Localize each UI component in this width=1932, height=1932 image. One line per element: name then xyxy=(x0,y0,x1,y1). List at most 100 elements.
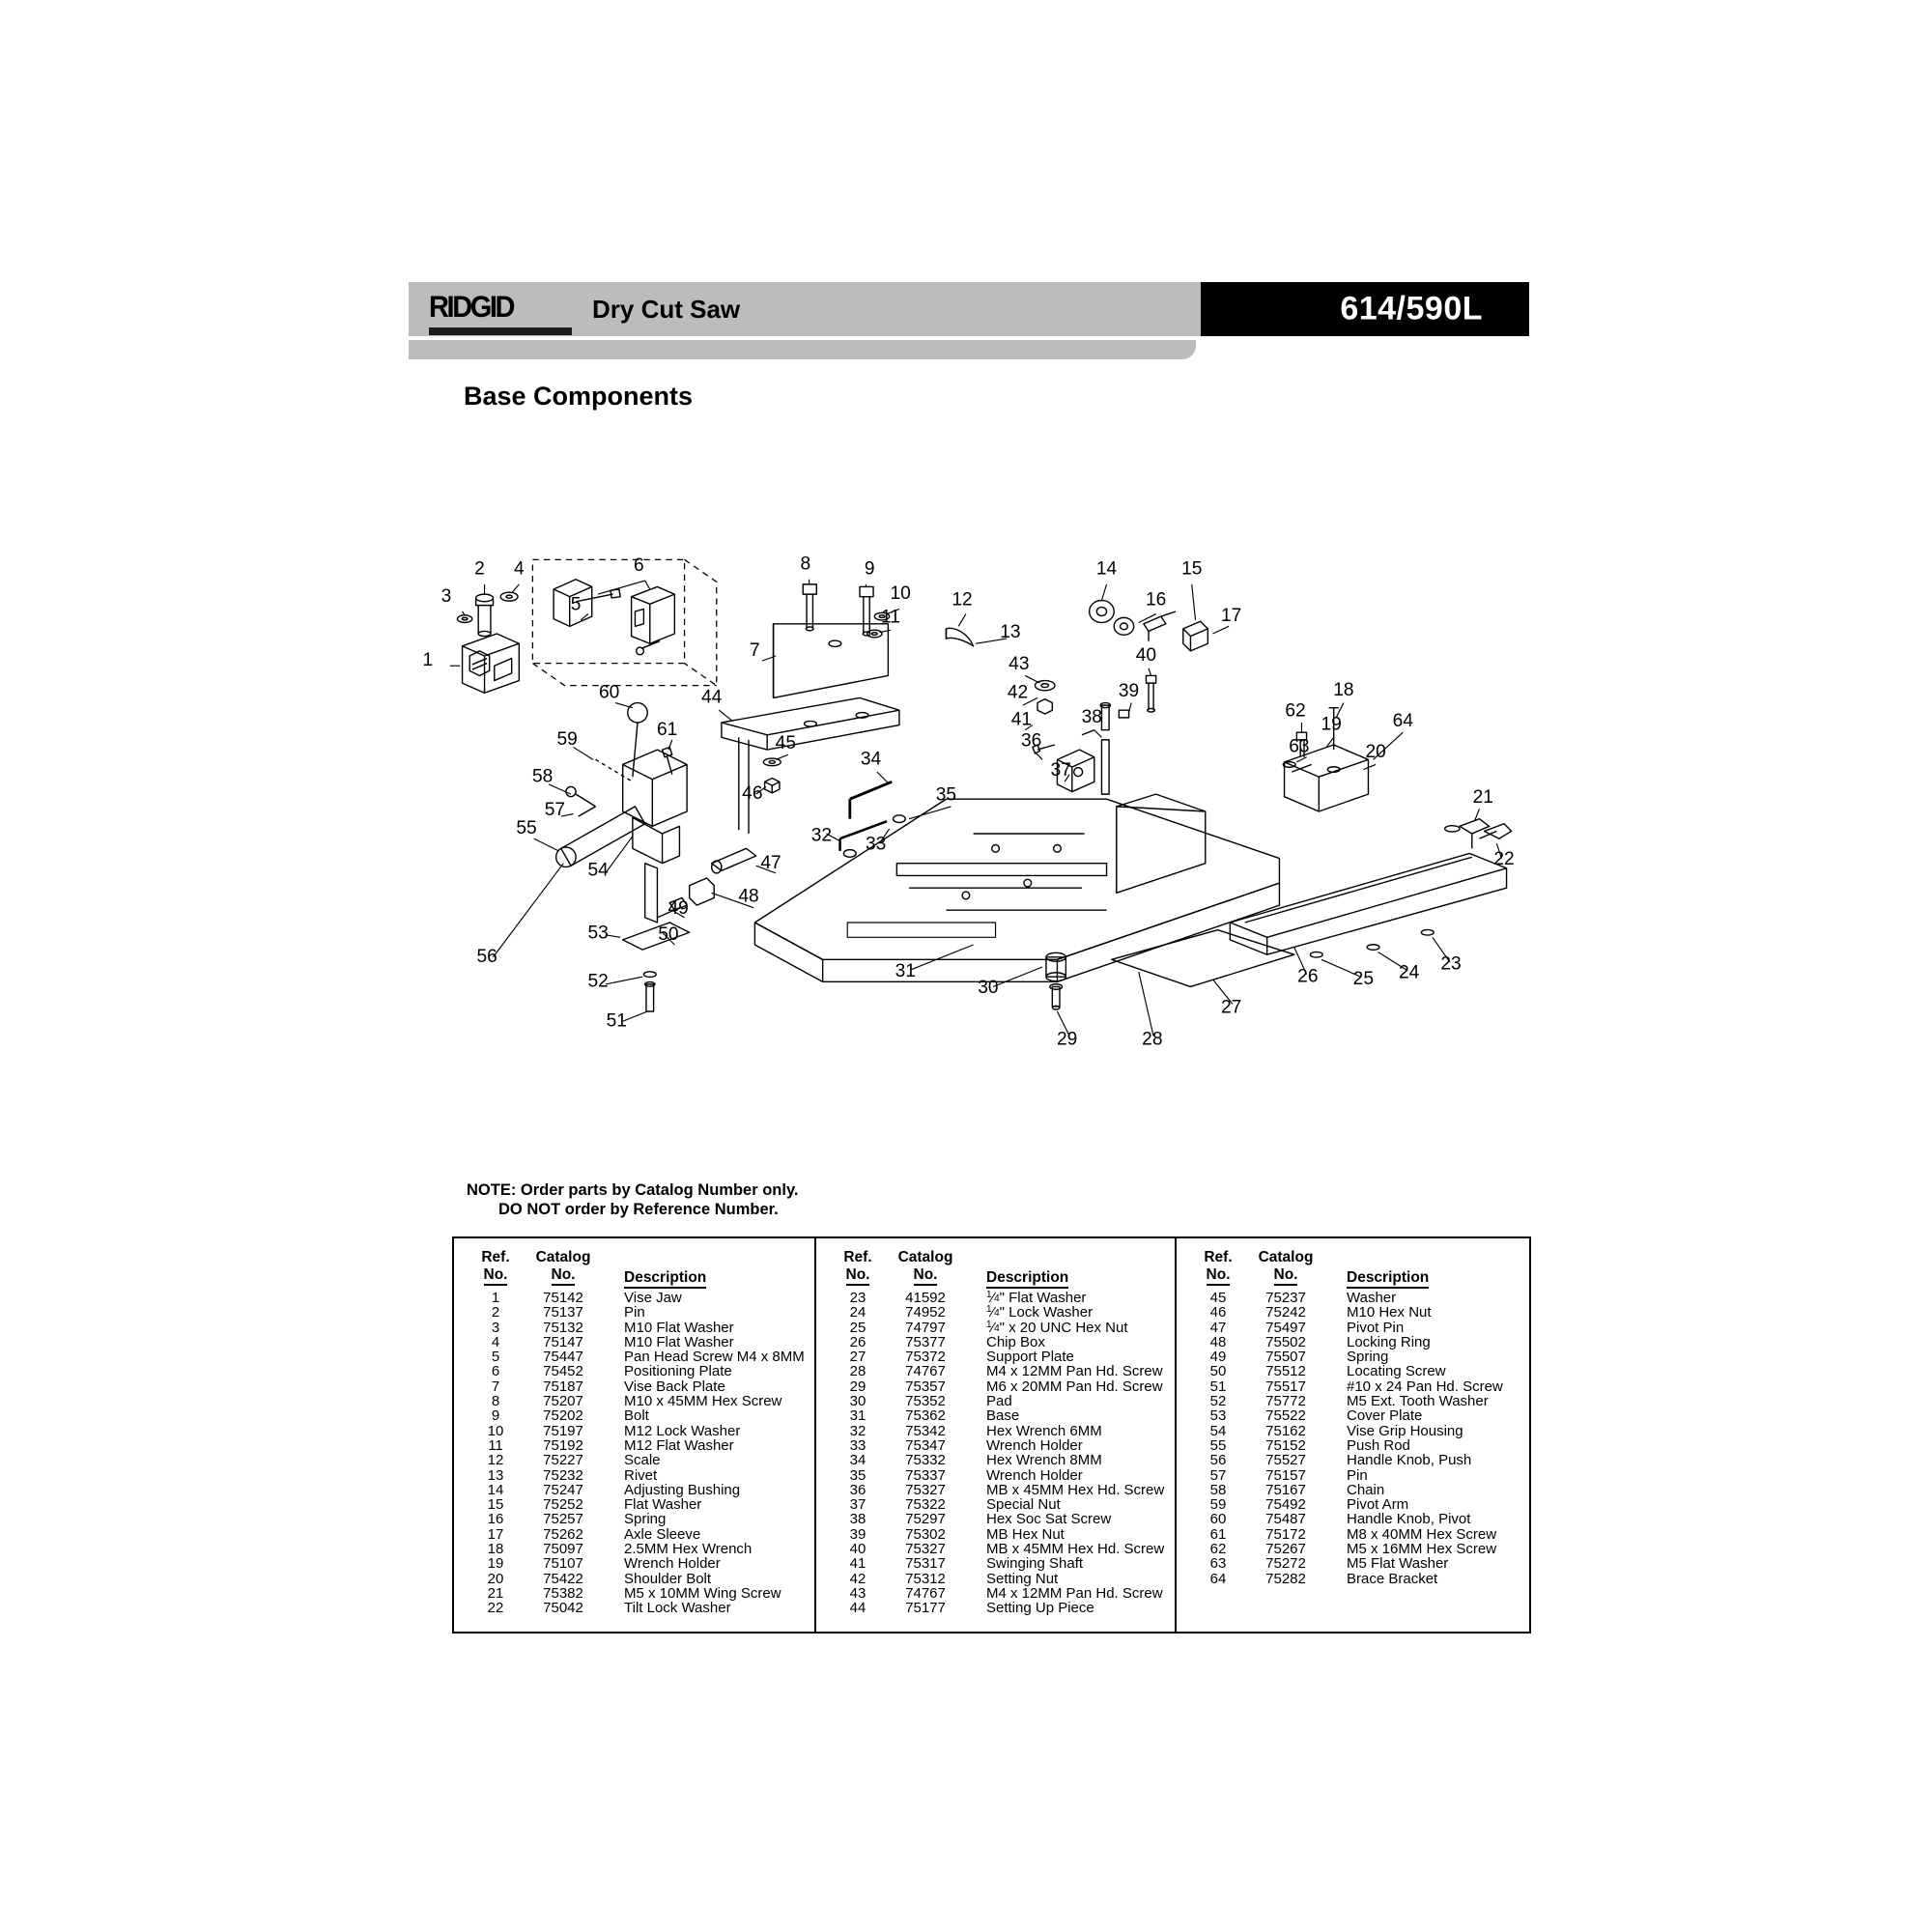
dashed-subassembly-box xyxy=(531,558,718,687)
diagram-callout-13: 13 xyxy=(1000,622,1020,642)
cell-ref-no: 35 xyxy=(849,1466,867,1484)
ridgid-logo-underline xyxy=(429,327,572,335)
cell-description: M5 x 16MM Hex Screw xyxy=(1347,1541,1497,1558)
cell-description: Shoulder Bolt xyxy=(624,1570,712,1587)
diagram-callout-40: 40 xyxy=(1136,645,1156,666)
diagram-callout-49: 49 xyxy=(668,898,689,919)
diagram-callout-43: 43 xyxy=(1009,654,1029,674)
diagram-callout-14: 14 xyxy=(1096,559,1118,580)
cell-ref-no: 25 xyxy=(849,1319,867,1336)
cell-description: Flat Washer xyxy=(624,1496,702,1514)
cell-catalog-no: 75157 xyxy=(1265,1466,1306,1484)
part-base xyxy=(753,793,1281,983)
cell-ref-no: 13 xyxy=(487,1466,504,1484)
cell-catalog-no: 75042 xyxy=(543,1600,583,1617)
header-ref-line2: No. xyxy=(845,1266,870,1286)
diagram-callout-36: 36 xyxy=(1021,730,1041,751)
cell-description: Spring xyxy=(624,1511,667,1528)
cell-description: Rivet xyxy=(624,1466,658,1484)
cell-description: Handle Knob, Pivot xyxy=(1347,1511,1471,1528)
cell-ref-no: 1 xyxy=(491,1290,500,1306)
diagram-callout-37: 37 xyxy=(1051,760,1071,781)
diagram-callout-18: 18 xyxy=(1333,680,1353,700)
cell-description: Wrench Holder xyxy=(624,1555,721,1573)
diagram-callout-20: 20 xyxy=(1365,742,1385,762)
part-chipbox-hardware xyxy=(1309,928,1435,958)
cell-catalog-no: 75142 xyxy=(543,1290,583,1306)
cell-ref-no: 23 xyxy=(849,1290,867,1306)
header-ref-line1: Ref. xyxy=(843,1249,872,1265)
part-middle-hardware xyxy=(1032,679,1130,795)
cell-catalog-no: 75257 xyxy=(543,1511,583,1528)
cell-ref-no: 50 xyxy=(1209,1363,1227,1380)
cell-ref-no: 47 xyxy=(1209,1319,1227,1336)
cell-description: M12 Flat Washer xyxy=(624,1436,734,1454)
cell-ref-no: 32 xyxy=(849,1422,867,1439)
cell-catalog-no: 75492 xyxy=(1265,1496,1306,1514)
cell-ref-no: 44 xyxy=(849,1600,867,1617)
diagram-callout-45: 45 xyxy=(776,733,796,753)
diagram-callout-39: 39 xyxy=(1119,681,1139,701)
cell-description: Locking Ring xyxy=(1347,1333,1431,1350)
cell-catalog-no: 41592 xyxy=(905,1290,946,1306)
diagram-callout-17: 17 xyxy=(1221,606,1241,626)
diagram-callout-27: 27 xyxy=(1221,997,1241,1017)
diagram-callout-26: 26 xyxy=(1297,966,1318,986)
cell-catalog-no: 75267 xyxy=(1265,1541,1306,1558)
cell-description: Positioning Plate xyxy=(624,1363,732,1380)
part-vise-jaw xyxy=(461,633,521,695)
cell-description: 1⁄4" Flat Washer xyxy=(986,1290,1087,1306)
header-description: Description xyxy=(986,1269,1069,1289)
cell-catalog-no: 75772 xyxy=(1265,1393,1306,1410)
diagram-callout-47: 47 xyxy=(760,853,781,873)
diagram-callout-54: 54 xyxy=(587,860,609,880)
cell-ref-no: 38 xyxy=(849,1511,867,1528)
cell-description: M8 x 40MM Hex Screw xyxy=(1347,1525,1497,1543)
cell-description: Setting Up Piece xyxy=(986,1600,1094,1617)
diagram-callout-51: 51 xyxy=(607,1010,627,1031)
diagram-callout-21: 21 xyxy=(1473,787,1493,808)
cell-ref-no: 19 xyxy=(487,1555,504,1573)
header-bar xyxy=(409,282,1201,336)
cell-description: Brace Bracket xyxy=(1347,1570,1438,1587)
part-scale-rivet xyxy=(945,627,975,647)
diagram-callout-28: 28 xyxy=(1142,1030,1162,1050)
diagram-callout-23: 23 xyxy=(1440,954,1461,975)
diagram-callout-63: 63 xyxy=(1289,737,1309,757)
cell-ref-no: 29 xyxy=(849,1378,867,1395)
cell-catalog-no: 75227 xyxy=(543,1452,583,1469)
cell-ref-no: 49 xyxy=(1209,1349,1227,1366)
header-catalog-line1: Catalog xyxy=(1258,1249,1314,1265)
cell-catalog-no: 75137 xyxy=(543,1304,583,1321)
diagram-callout-64: 64 xyxy=(1393,711,1414,731)
diagram-callout-11: 11 xyxy=(881,608,900,628)
cell-description: Handle Knob, Push xyxy=(1347,1452,1472,1469)
diagram-callout-1: 1 xyxy=(422,650,433,670)
cell-catalog-no: 75197 xyxy=(543,1422,583,1439)
cell-catalog-no: 74797 xyxy=(905,1319,946,1336)
part-brace-bracket xyxy=(1282,706,1370,812)
cell-description: M10 x 45MM Hex Screw xyxy=(624,1393,782,1410)
cell-catalog-no: 75312 xyxy=(905,1570,946,1587)
table-row: 23 41592 1⁄4" Flat Washer xyxy=(816,1290,1175,1306)
cell-catalog-no: 75152 xyxy=(1265,1436,1306,1454)
cell-catalog-no: 75192 xyxy=(543,1436,583,1454)
